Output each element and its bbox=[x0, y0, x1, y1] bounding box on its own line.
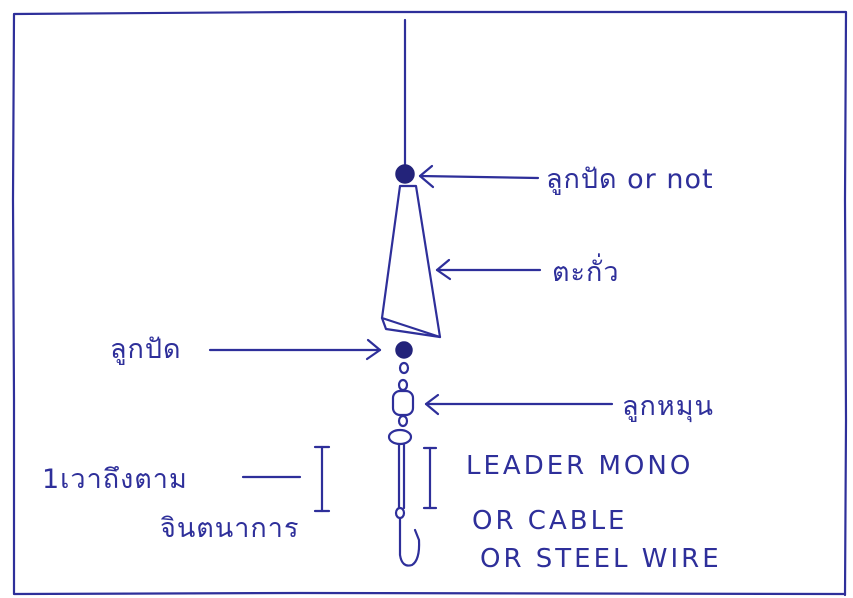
dimension-marker-left bbox=[313, 445, 331, 513]
label-length-line1: 1เวาถึงตาม bbox=[42, 464, 188, 495]
label-length-line2: จินตนาการ bbox=[160, 513, 299, 544]
arrow-sinker bbox=[435, 258, 542, 281]
lower-bead-icon bbox=[395, 341, 413, 359]
frame-border bbox=[11, 10, 848, 597]
sinker-icon bbox=[380, 184, 442, 339]
arrow-bead bbox=[208, 338, 382, 361]
label-sinker: ตะกั่ว bbox=[552, 253, 620, 288]
dimension-marker-right bbox=[422, 446, 438, 510]
label-leader-line3: OR STEEL WIRE bbox=[480, 544, 722, 574]
top-bead-icon bbox=[395, 164, 415, 184]
arrow-bead-or-knot bbox=[418, 164, 540, 189]
swivel-icon bbox=[387, 361, 415, 446]
label-bead-or-knot: ลูกปัด or not bbox=[546, 164, 714, 195]
label-bead: ลูกปัด bbox=[110, 334, 182, 365]
hook-icon bbox=[394, 506, 421, 567]
arrow-swivel bbox=[424, 393, 614, 416]
label-leader-line1: LEADER MONO bbox=[466, 451, 693, 481]
label-leader-line2: OR CABLE bbox=[472, 506, 628, 536]
label-swivel: ลูกหมุน bbox=[622, 391, 714, 423]
leader-icon bbox=[397, 442, 406, 510]
